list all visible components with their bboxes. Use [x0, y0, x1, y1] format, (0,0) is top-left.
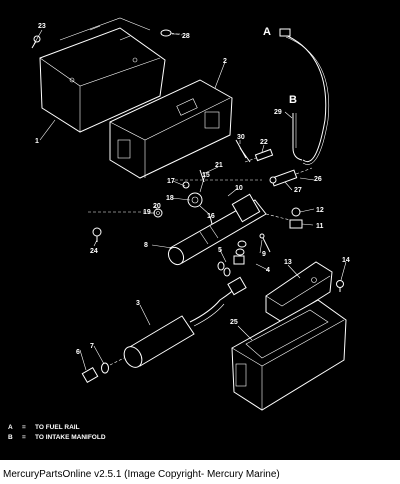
callout-23: 23: [38, 23, 46, 30]
callout-14: 14: [342, 257, 350, 264]
callout-20: 20: [153, 203, 161, 210]
callout-10: 10: [235, 185, 243, 192]
callout-29: 29: [274, 109, 282, 116]
vacuum-hose-to-manifold: [292, 113, 303, 161]
bracket-part-13: [265, 261, 333, 323]
washer-part-4-5: [217, 240, 247, 277]
image-caption: MercuryPartsOnline v2.5.1 (Image Copyrig…: [3, 469, 280, 480]
callout-17: 17: [167, 178, 175, 185]
callout-22: 22: [260, 139, 268, 146]
legend-key-a: A: [8, 424, 13, 431]
callout-19: 19: [143, 209, 151, 216]
exploded-parts-diagram: A B 1 2 3 4 5 6 7 8 9 10 11 12 13 14 15 …: [0, 0, 400, 460]
fuel-hose-to-rail: [279, 28, 330, 165]
callout-9: 9: [262, 251, 266, 258]
pump-part-8: [167, 193, 267, 266]
legend-sep-a: =: [22, 424, 26, 431]
fitting-part-6-7: [81, 357, 125, 384]
callout-26: 26: [314, 176, 322, 183]
stud-part-30: [235, 139, 251, 163]
callout-24: 24: [90, 248, 98, 255]
filter-part-3: [123, 276, 247, 368]
callout-B: B: [289, 94, 297, 106]
legend-text-a: TO FUEL RAIL: [35, 424, 80, 431]
callout-21: 21: [215, 162, 223, 169]
callout-12: 12: [316, 207, 324, 214]
callout-2: 2: [223, 58, 227, 65]
callout-5: 5: [218, 247, 222, 254]
connector-part-26-27: [269, 167, 313, 187]
screw-part-9: [259, 233, 271, 253]
callout-16: 16: [207, 213, 215, 220]
legend-sep-b: =: [22, 434, 26, 441]
callout-27: 27: [294, 187, 302, 194]
callout-A: A: [263, 26, 271, 38]
diagram-svg: A B 1 2 3 4 5 6 7 8 9 10 11 12 13 14 15 …: [8, 17, 350, 441]
callout-13: 13: [284, 259, 292, 266]
bolt-part-14: [336, 280, 344, 292]
callout-7: 7: [90, 343, 94, 350]
legend-key-b: B: [8, 434, 13, 441]
callout-3: 3: [136, 300, 140, 307]
callout-28: 28: [182, 33, 190, 40]
callout-30: 30: [237, 134, 245, 141]
callout-15: 15: [202, 172, 210, 179]
callout-25: 25: [230, 319, 238, 326]
callout-4: 4: [266, 267, 270, 274]
leader-lines: [33, 29, 347, 371]
clip-part-24: [92, 227, 102, 242]
callout-6: 6: [76, 349, 80, 356]
fitting-part-11-12: [265, 207, 303, 229]
mount-plate-part-2: [109, 79, 233, 179]
legend-text-b: TO INTAKE MANIFOLD: [35, 434, 106, 441]
callout-18: 18: [166, 195, 174, 202]
bolt-part-23: [31, 35, 41, 49]
housing-part-25: [231, 299, 347, 411]
legend: A = TO FUEL RAIL B = TO INTAKE MANIFOLD: [8, 424, 106, 441]
callout-1: 1: [35, 138, 39, 145]
fastener-part-28: [160, 29, 183, 37]
callout-8: 8: [144, 242, 148, 249]
fitting-part-22: [244, 148, 274, 163]
callout-11: 11: [316, 223, 324, 230]
bracket-part-1: [39, 17, 166, 133]
